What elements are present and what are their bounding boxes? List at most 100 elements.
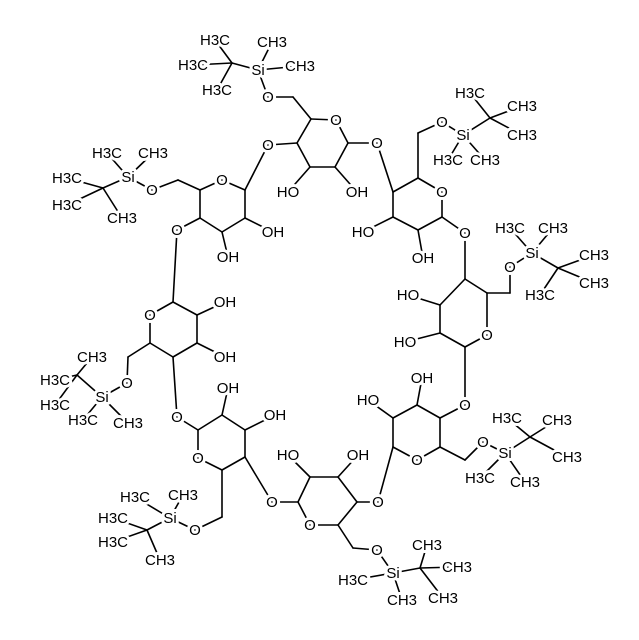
hydroxyl-label: OH bbox=[347, 447, 370, 464]
oxygen-atom-label: O bbox=[216, 172, 228, 189]
hydroxyl-label: HO bbox=[277, 447, 300, 464]
bond-Et-ET3 bbox=[419, 567, 444, 599]
bond-E6-EO6 bbox=[352, 547, 378, 551]
bond-Dt-DT3 bbox=[529, 436, 568, 458]
bond-EO6-ESi bbox=[376, 549, 394, 574]
bond-D2-D3 bbox=[392, 404, 418, 419]
oxygen-atom-label: O bbox=[262, 89, 274, 106]
hydroxyl-label: HO bbox=[357, 392, 380, 409]
methyl-label: H3C bbox=[455, 85, 485, 102]
methyl-label: CH3 bbox=[579, 247, 609, 264]
bond-F1-FX bbox=[176, 416, 199, 431]
hydroxyl-label: HO bbox=[277, 184, 300, 201]
methyl-label: H3C bbox=[525, 287, 555, 304]
bond-G3-G4 bbox=[172, 342, 198, 358]
bond-G1-GX bbox=[172, 229, 178, 303]
bond-HSi-Ht bbox=[102, 176, 129, 189]
bond-G3-GH3 bbox=[196, 342, 226, 358]
bond-F5-FO bbox=[197, 457, 223, 471]
methyl-label: CH3 bbox=[510, 474, 540, 491]
bond-Bt-BT1 bbox=[469, 92, 491, 119]
methyl-label: H3C bbox=[92, 145, 122, 162]
methyl-label: CH3 bbox=[470, 152, 500, 169]
methyl-label: CH3 bbox=[168, 487, 198, 504]
bond-E3-E4 bbox=[337, 476, 358, 503]
bond-C3-C4 bbox=[439, 278, 466, 306]
bond-D1-DX bbox=[377, 446, 394, 503]
bond-Ct-CT1 bbox=[557, 254, 595, 269]
bond-A1-A2 bbox=[334, 142, 349, 168]
bond-B1-B2 bbox=[417, 216, 443, 231]
silicon-atom-label: Si bbox=[525, 245, 538, 262]
bond-F6-FO6 bbox=[194, 516, 223, 531]
bond-E2-EH2 bbox=[287, 454, 311, 478]
bond-D6-DO6 bbox=[464, 441, 484, 461]
bond-Et-ET2 bbox=[419, 566, 458, 569]
oxygen-atom-label: O bbox=[371, 135, 383, 152]
hydroxyl-label: HO bbox=[394, 334, 417, 351]
methyl-label: CH3 bbox=[138, 145, 168, 162]
methyl-label: CH3 bbox=[579, 275, 609, 292]
bond-C2-CH2 bbox=[404, 332, 441, 343]
methyl-label: H3C bbox=[68, 412, 98, 429]
bond-GO6-GSi bbox=[101, 382, 128, 398]
oxygen-atom-label: O bbox=[330, 112, 342, 129]
silicon-atom-label: Si bbox=[498, 445, 511, 462]
bond-Ct-CT3 bbox=[539, 267, 559, 296]
bond-GSi-GM2 bbox=[101, 396, 129, 424]
oxygen-atom-label: O bbox=[459, 397, 471, 414]
bond-B4-B5 bbox=[392, 177, 419, 193]
bond-Dt-DT2 bbox=[529, 419, 558, 438]
bond-G6-GO6 bbox=[126, 356, 129, 384]
bond-A4-A5 bbox=[296, 118, 312, 144]
methyl-label: CH3 bbox=[442, 559, 472, 576]
bond-Gt-GT3 bbox=[54, 374, 78, 406]
oxygen-atom-label: O bbox=[436, 184, 448, 201]
bond-Et-ET1 bbox=[419, 544, 428, 569]
oxygen-atom-label: O bbox=[171, 222, 183, 239]
oxygen-atom-label: O bbox=[192, 450, 204, 467]
bond-DSi-DM2 bbox=[504, 452, 526, 483]
methyl-label: H3C bbox=[98, 534, 128, 551]
bond-B3-BH3 bbox=[362, 216, 394, 233]
bond-H5-H6 bbox=[177, 179, 201, 191]
methyl-label: H3C bbox=[40, 372, 70, 389]
methyl-label: CH3 bbox=[507, 98, 537, 115]
methyl-label: H3C bbox=[200, 32, 230, 49]
methyl-label: CH3 bbox=[542, 412, 572, 429]
methyl-label: H3C bbox=[338, 572, 368, 589]
bond-Bt-BT2 bbox=[489, 105, 523, 119]
bond-H2-HH2 bbox=[244, 217, 274, 233]
methyl-label: CH3 bbox=[428, 590, 458, 607]
bond-Ct-CT2 bbox=[557, 267, 595, 284]
oxygen-atom-label: O bbox=[189, 522, 201, 539]
methyl-label: CH3 bbox=[145, 552, 175, 569]
methyl-label: CH3 bbox=[107, 210, 137, 227]
silicon-atom-label: Si bbox=[251, 62, 264, 79]
bond-Ft-FT3 bbox=[146, 529, 161, 561]
bond-EX-F4 bbox=[244, 456, 273, 503]
bond-G4-G5 bbox=[149, 342, 174, 358]
bond-BSi-Bt bbox=[462, 117, 491, 136]
bond-CSi-CM2 bbox=[531, 227, 554, 254]
silicon-atom-label: Si bbox=[163, 510, 176, 527]
bond-C4-C5 bbox=[464, 278, 488, 294]
oxygen-atom-label: O bbox=[146, 182, 158, 199]
bond-CSi-Ct bbox=[531, 252, 559, 269]
oxygen-atom-label: O bbox=[262, 137, 274, 154]
oxygen-atom-label: O bbox=[171, 409, 183, 426]
bond-HSi-HM1 bbox=[106, 152, 129, 178]
hydroxyl-label: OH bbox=[346, 184, 369, 201]
bond-A5-AO bbox=[310, 118, 337, 121]
bond-A3-A4 bbox=[296, 142, 311, 168]
bond-A3-AH3 bbox=[287, 166, 311, 193]
oxygen-atom-label: O bbox=[266, 494, 278, 511]
bond-Gt-GT2 bbox=[54, 374, 78, 381]
bond-CO6-CSi bbox=[509, 252, 533, 268]
bond-E5-E6 bbox=[337, 524, 354, 549]
bond-Bt-BT3 bbox=[489, 117, 523, 136]
bond-ESi-EM1 bbox=[352, 572, 394, 581]
bond-Ft-FT2 bbox=[112, 529, 148, 543]
